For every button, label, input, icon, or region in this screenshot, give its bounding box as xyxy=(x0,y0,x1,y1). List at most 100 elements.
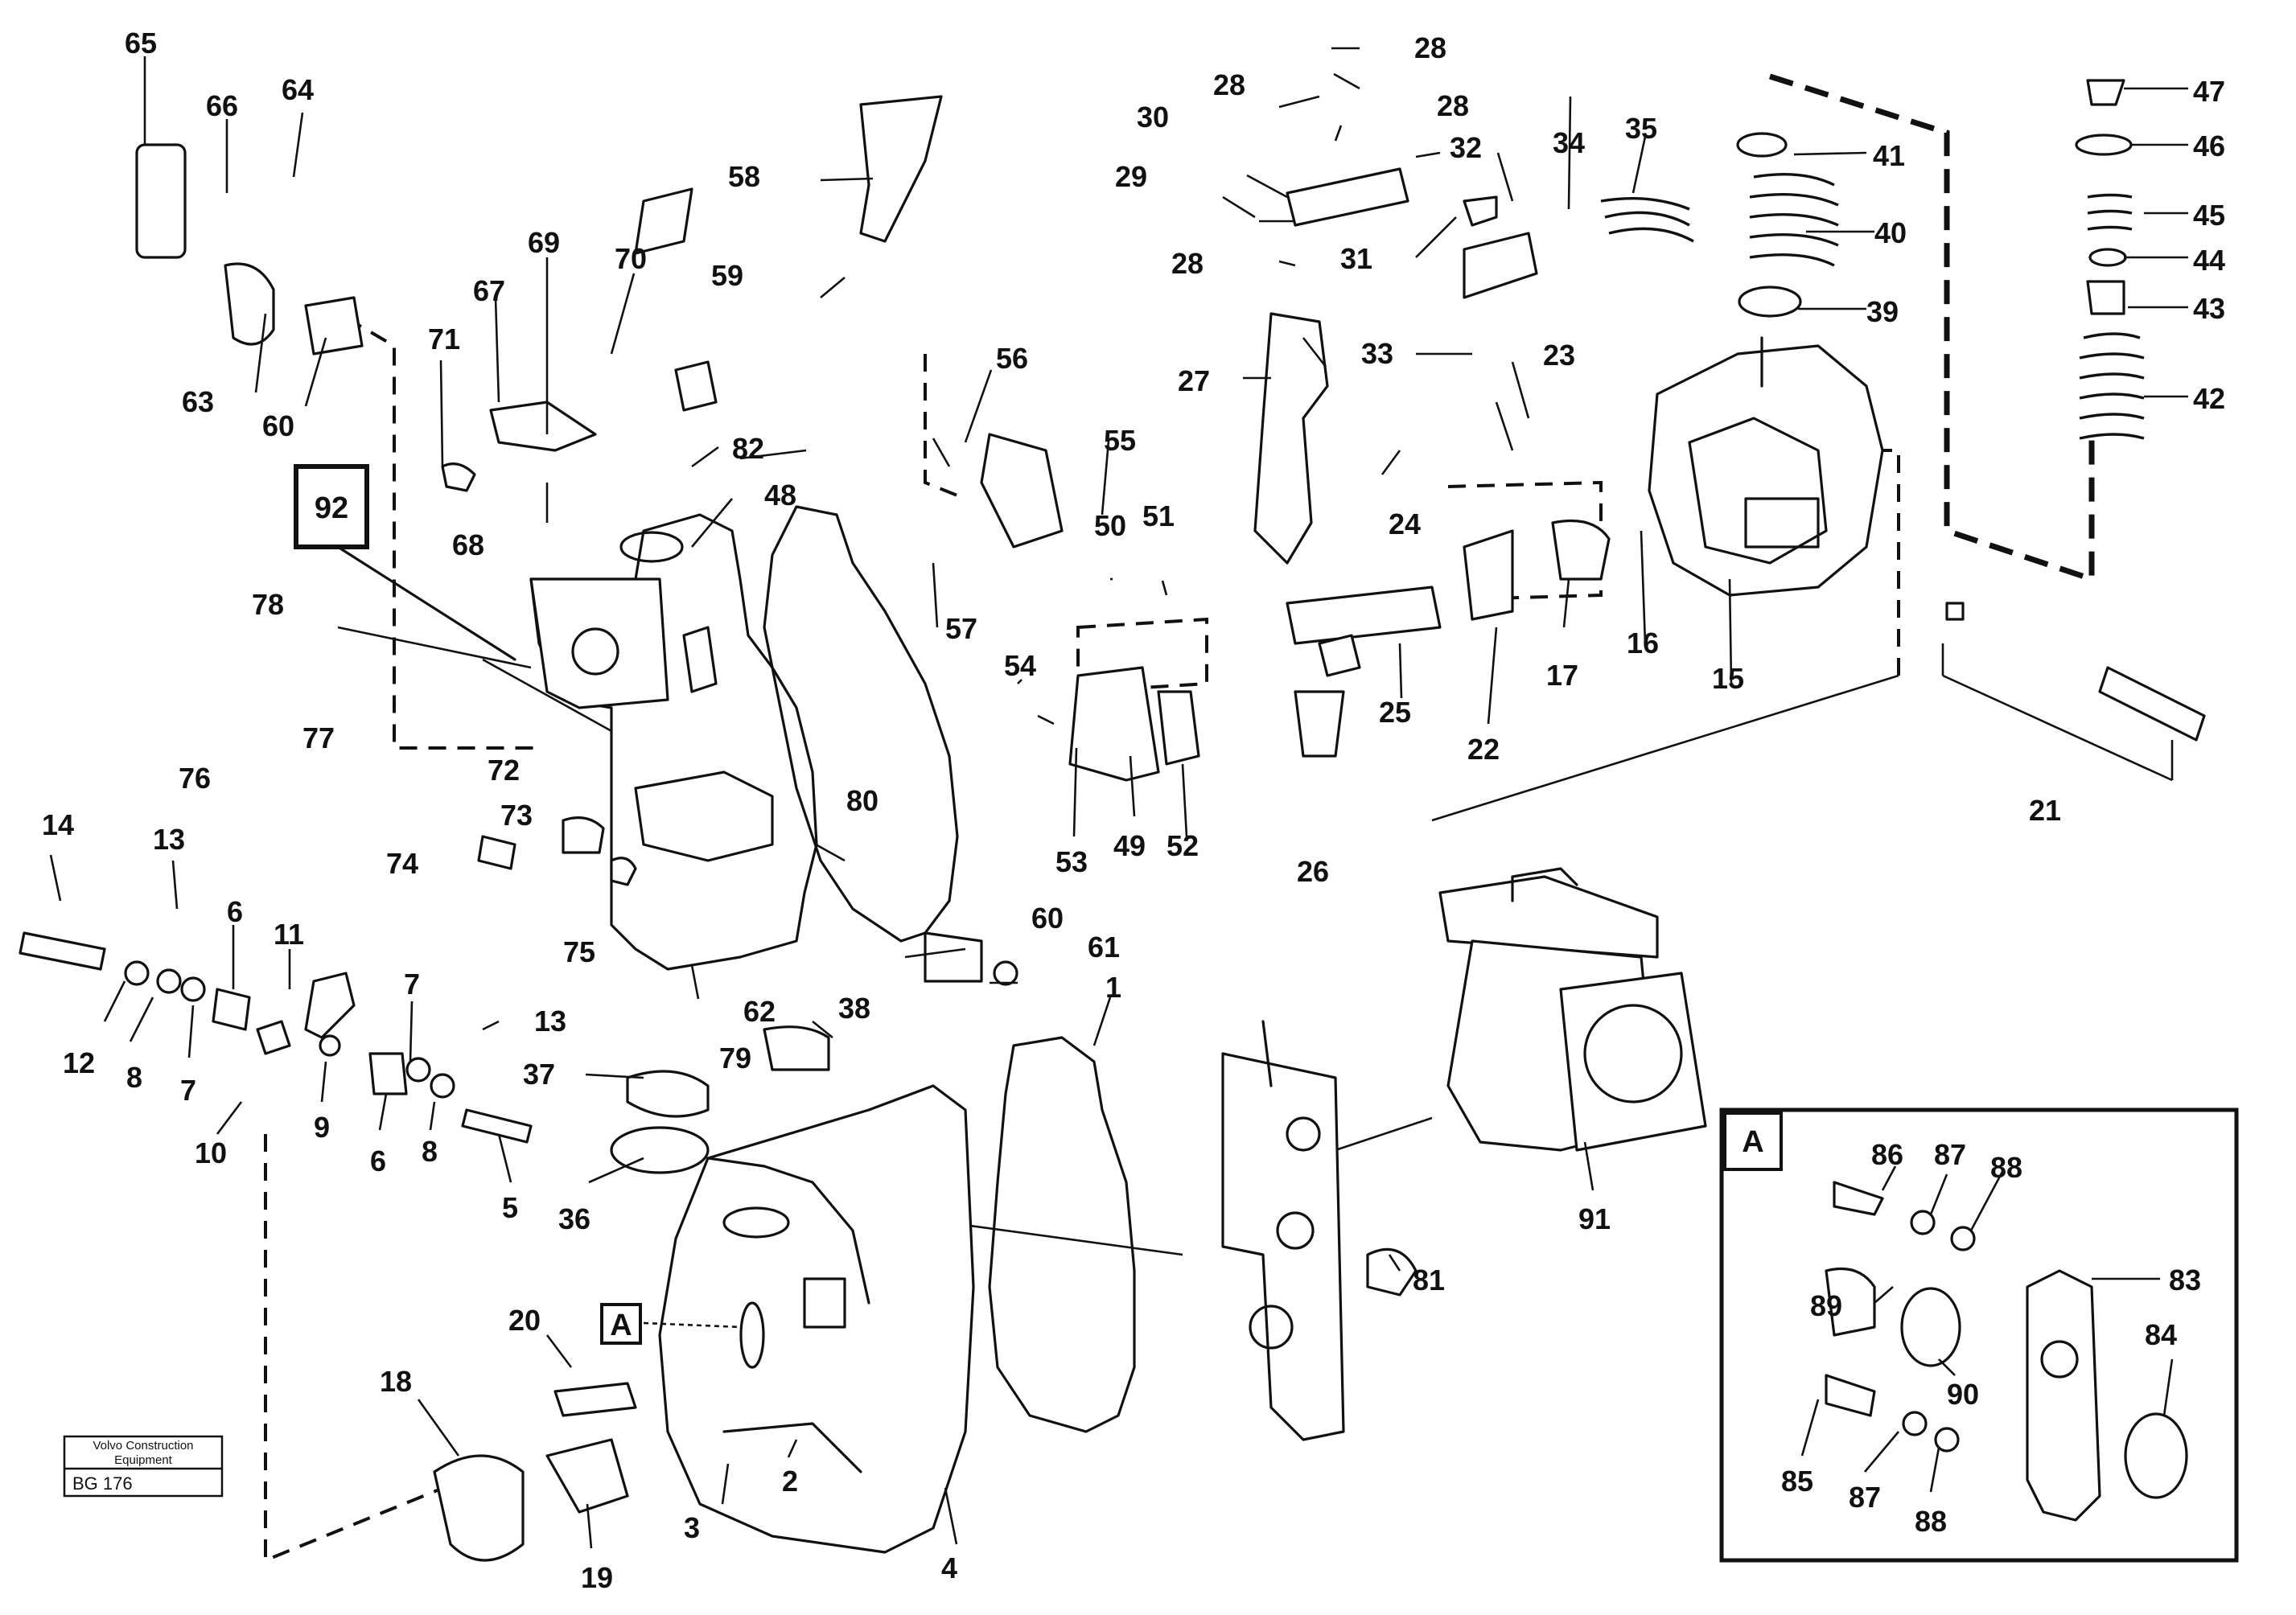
springs xyxy=(1600,172,2145,440)
publisher-id-block: Volvo Construction Equipment BG 176 xyxy=(63,1435,224,1498)
callout-55: 55 xyxy=(1104,424,1136,457)
callout-90: 90 xyxy=(1947,1378,1979,1411)
callout-13-left: 13 xyxy=(153,823,185,856)
callout-10: 10 xyxy=(195,1136,227,1169)
ref-92-label: 92 xyxy=(315,491,348,525)
callout-62: 62 xyxy=(743,995,776,1028)
callout-69: 69 xyxy=(528,226,560,259)
gasket-1 xyxy=(988,1036,1136,1433)
callout-68: 68 xyxy=(452,528,484,561)
callout-67: 67 xyxy=(473,274,505,307)
callout-4: 4 xyxy=(941,1551,957,1584)
callout-8-left: 8 xyxy=(126,1061,142,1094)
callout-5: 5 xyxy=(502,1191,518,1224)
callout-labels: 65 66 64 63 60 69 70 67 71 68 82 48 58 5… xyxy=(42,27,2225,1594)
callout-50: 50 xyxy=(1094,509,1126,542)
callout-63: 63 xyxy=(182,385,214,418)
callout-85: 85 xyxy=(1781,1465,1813,1498)
callout-88-bottom: 88 xyxy=(1915,1505,1947,1538)
callout-82: 82 xyxy=(732,432,764,465)
callout-53: 53 xyxy=(1055,845,1088,878)
callout-72: 72 xyxy=(488,754,520,787)
callout-56: 56 xyxy=(996,342,1028,375)
callout-45: 45 xyxy=(2193,199,2225,232)
callout-77: 77 xyxy=(302,721,335,754)
callout-42: 42 xyxy=(2193,382,2225,415)
callout-3: 3 xyxy=(684,1511,700,1544)
callout-75: 75 xyxy=(563,935,595,968)
callout-8-right: 8 xyxy=(422,1135,438,1168)
callout-64: 64 xyxy=(282,73,314,106)
callout-81: 81 xyxy=(1413,1264,1445,1297)
callout-43: 43 xyxy=(2193,292,2225,325)
callout-25: 25 xyxy=(1379,696,1411,729)
detail-ref-box: A xyxy=(600,1303,741,1345)
callout-51: 51 xyxy=(1142,499,1175,532)
callout-58: 58 xyxy=(728,160,760,193)
callout-71: 71 xyxy=(428,323,460,355)
callout-2: 2 xyxy=(782,1465,798,1498)
callout-7-left: 7 xyxy=(180,1074,196,1107)
callout-46: 46 xyxy=(2193,129,2225,162)
governor-housing xyxy=(658,1084,975,1554)
callout-59: 59 xyxy=(711,259,743,292)
callout-76: 76 xyxy=(179,762,211,795)
callout-35: 35 xyxy=(1625,112,1657,145)
callout-19: 19 xyxy=(581,1561,613,1594)
inset-detail-a: A xyxy=(1719,1107,2239,1563)
callout-18: 18 xyxy=(380,1365,412,1398)
ref-box-92: 92 xyxy=(294,464,516,661)
callout-28-b: 28 xyxy=(1213,68,1245,101)
callout-21: 21 xyxy=(2029,794,2061,827)
callout-13-right: 13 xyxy=(534,1005,566,1038)
callout-52: 52 xyxy=(1167,829,1199,862)
callout-12: 12 xyxy=(63,1046,95,1079)
callout-24: 24 xyxy=(1389,508,1421,540)
callout-15: 15 xyxy=(1712,662,1744,695)
inset-title: A xyxy=(1742,1125,1763,1159)
callout-44: 44 xyxy=(2193,244,2225,277)
small-parts xyxy=(19,79,2206,1562)
callout-leaders xyxy=(49,47,2188,1549)
callout-17: 17 xyxy=(1546,659,1578,692)
callout-84: 84 xyxy=(2145,1318,2177,1351)
callout-28-a: 28 xyxy=(1414,31,1446,64)
callout-36: 36 xyxy=(558,1202,590,1235)
callout-83: 83 xyxy=(2169,1264,2201,1297)
callout-27: 27 xyxy=(1178,364,1210,397)
governor-assembly xyxy=(1648,336,1884,597)
callout-78: 78 xyxy=(252,588,284,621)
callout-60-mid: 60 xyxy=(1031,902,1064,935)
callout-66: 66 xyxy=(206,89,238,122)
callout-32: 32 xyxy=(1450,131,1482,164)
callout-6-left: 6 xyxy=(227,895,243,928)
callout-26: 26 xyxy=(1297,855,1329,888)
callout-29: 29 xyxy=(1115,160,1147,193)
publisher-line-2: Equipment xyxy=(114,1453,173,1467)
callout-74: 74 xyxy=(386,847,418,880)
callout-47: 47 xyxy=(2193,75,2225,108)
callout-14: 14 xyxy=(42,808,74,841)
callout-89: 89 xyxy=(1810,1289,1842,1322)
callout-87-bottom: 87 xyxy=(1849,1481,1881,1514)
publisher-line-1: Volvo Construction xyxy=(93,1439,193,1453)
callout-39: 39 xyxy=(1866,295,1899,328)
callout-80: 80 xyxy=(846,784,878,817)
callout-6-right: 6 xyxy=(370,1144,386,1177)
callout-9: 9 xyxy=(314,1111,330,1144)
callout-79: 79 xyxy=(719,1042,751,1075)
callout-87-top: 87 xyxy=(1934,1138,1966,1171)
callout-86: 86 xyxy=(1871,1138,1903,1171)
callout-30: 30 xyxy=(1137,101,1169,134)
callout-60-top: 60 xyxy=(262,409,294,442)
callout-31: 31 xyxy=(1340,242,1372,275)
callout-48: 48 xyxy=(764,479,796,512)
callout-61: 61 xyxy=(1088,931,1120,964)
callout-11: 11 xyxy=(274,918,304,951)
callout-23: 23 xyxy=(1543,339,1575,372)
callout-38: 38 xyxy=(838,992,870,1025)
callout-28-d: 28 xyxy=(1171,247,1204,280)
callout-33: 33 xyxy=(1361,337,1393,370)
callout-7-right: 7 xyxy=(404,968,420,1001)
callout-22: 22 xyxy=(1467,733,1500,766)
